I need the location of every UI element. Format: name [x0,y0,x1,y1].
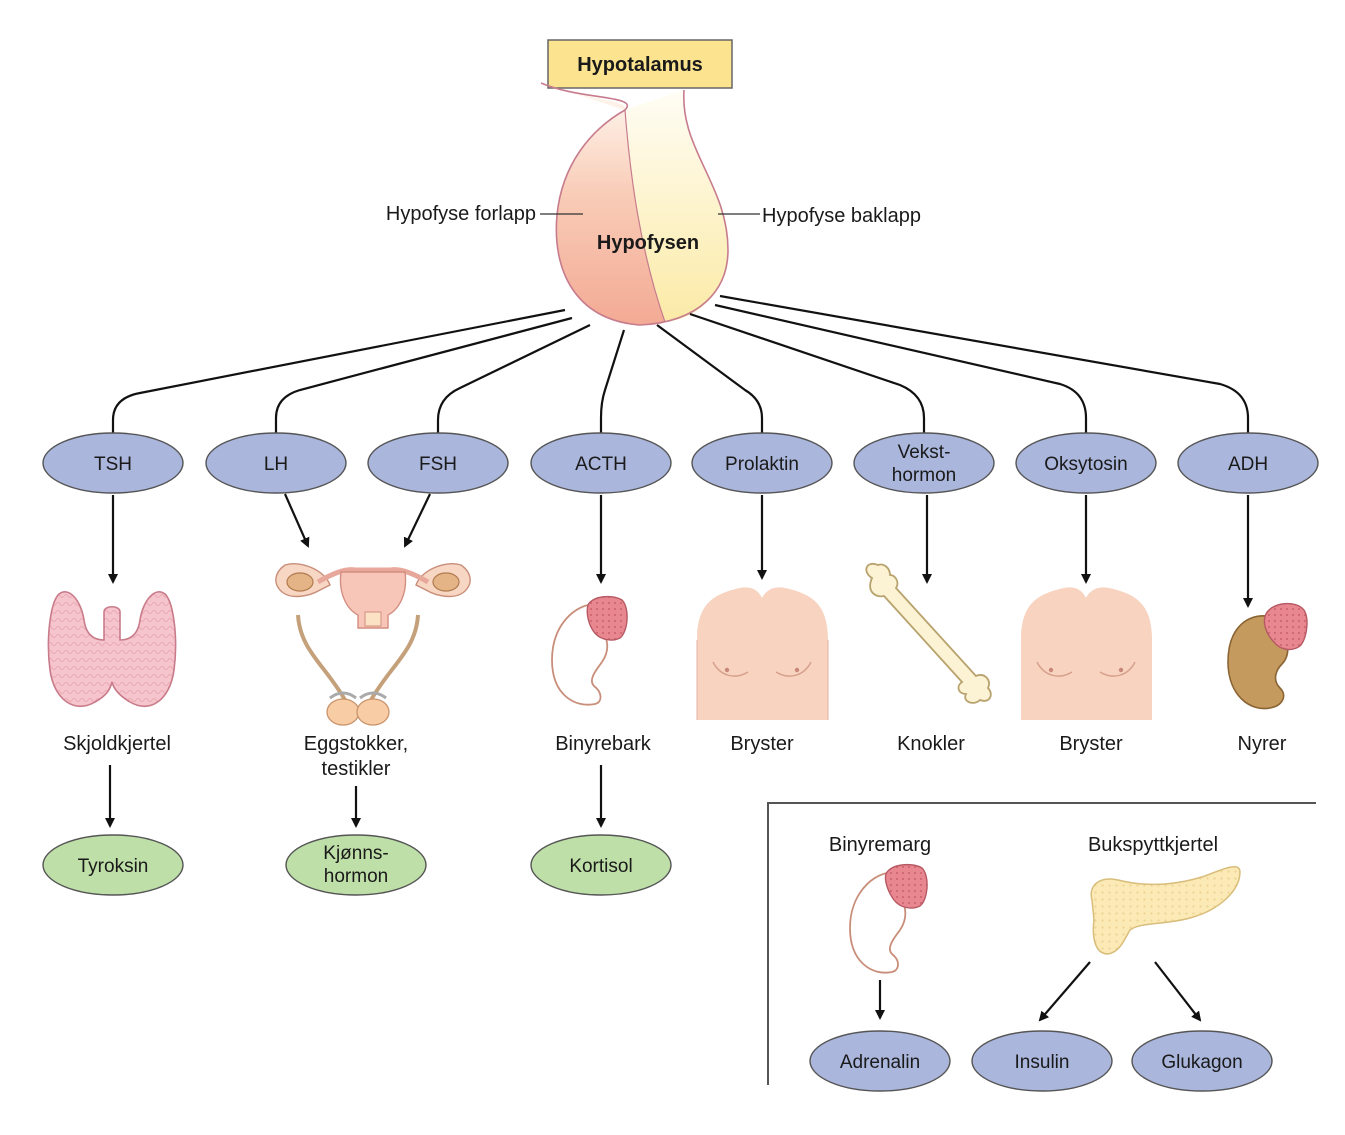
svg-text:Glukagon: Glukagon [1161,1052,1242,1073]
product-kjonnshormon: Kjønns- hormon [285,834,427,896]
inset-hormone-insulin: Insulin [971,1030,1113,1092]
svg-text:Tyroksin: Tyroksin [78,856,149,877]
svg-text:LH: LH [264,454,288,475]
svg-text:ACTH: ACTH [575,454,627,475]
inset-panel: Binyremarg Bukspyttkjertel Adrenalin Ins… [767,802,1316,1092]
hypothalamus-title: Hypotalamus [577,54,703,76]
svg-text:hormon: hormon [892,465,956,486]
svg-text:Oksytosin: Oksytosin [1044,454,1127,475]
pituitary-gland: Hypofysen [540,82,729,326]
hypothalamus-box: Hypotalamus [547,39,733,89]
target-kidneys: Nyrer [1238,733,1287,755]
product-kortisol: Kortisol [530,834,672,896]
bone-illustration [865,562,992,704]
pancreas-illustration [1090,866,1241,955]
thyroid-illustration [47,591,177,708]
breast-illustration-1 [696,587,829,720]
product-tyroksin: Tyroksin [42,834,184,896]
posterior-lobe-label: Hypofyse baklapp [762,205,921,227]
hormone-veksthormon: Vekst- hormon [853,432,995,494]
adrenal-medulla-label: Binyremarg [829,834,931,856]
svg-text:hormon: hormon [324,866,388,887]
svg-text:Kjønns-: Kjønns- [323,843,388,864]
svg-text:TSH: TSH [94,454,132,475]
hormone-lh: LH [205,432,347,494]
inset-hormone-glukagon: Glukagon [1131,1030,1273,1092]
hormone-adh: ADH [1177,432,1319,494]
pancreas-label: Bukspyttkjertel [1088,834,1218,856]
svg-text:Vekst-: Vekst- [898,442,951,463]
hormone-oksytosin: Oksytosin [1015,432,1157,494]
inset-hormone-adrenalin: Adrenalin [809,1030,951,1092]
svg-text:Kortisol: Kortisol [569,856,632,877]
inset-arrows [875,961,1202,1022]
adrenal-medulla-illustration [849,863,928,974]
svg-text:Adrenalin: Adrenalin [840,1052,920,1073]
svg-text:Prolaktin: Prolaktin [725,454,799,475]
adrenal-cortex-illustration [551,595,628,706]
target-gonads: Eggstokker, [304,733,409,755]
target-breasts-1: Bryster [730,733,794,755]
target-bones: Knokler [897,733,965,755]
target-thyroid: Skjoldkjertel [63,733,171,755]
hormone-acth: ACTH [530,432,672,494]
gland-connectors [111,294,1250,436]
hormone-prolaktin: Prolaktin [691,432,833,494]
target-breasts-2: Bryster [1059,733,1123,755]
hormone-target-arrows [108,493,1253,608]
pituitary-label: Hypofysen [597,232,699,254]
svg-text:FSH: FSH [419,454,457,475]
hormone-fsh: FSH [367,432,509,494]
target-product-arrows [105,765,606,828]
hormone-tsh: TSH [42,432,184,494]
target-adrenal-cortex: Binyrebark [555,733,652,755]
breast-illustration-2 [1021,587,1152,720]
svg-text:Insulin: Insulin [1015,1052,1070,1073]
target-gonads-line2: testikler [322,758,391,780]
anterior-lobe-label: Hypofyse forlapp [386,203,536,225]
kidney-illustration [1227,603,1308,710]
hormone-row: TSH LH FSH ACTH Prolaktin Vekst- hormon … [42,432,1319,494]
reproductive-illustration [275,563,471,726]
svg-text:ADH: ADH [1228,454,1268,475]
target-labels: Skjoldkjertel Eggstokker, testikler Biny… [63,733,1287,780]
product-row: Tyroksin Kjønns- hormon Kortisol [42,834,672,896]
